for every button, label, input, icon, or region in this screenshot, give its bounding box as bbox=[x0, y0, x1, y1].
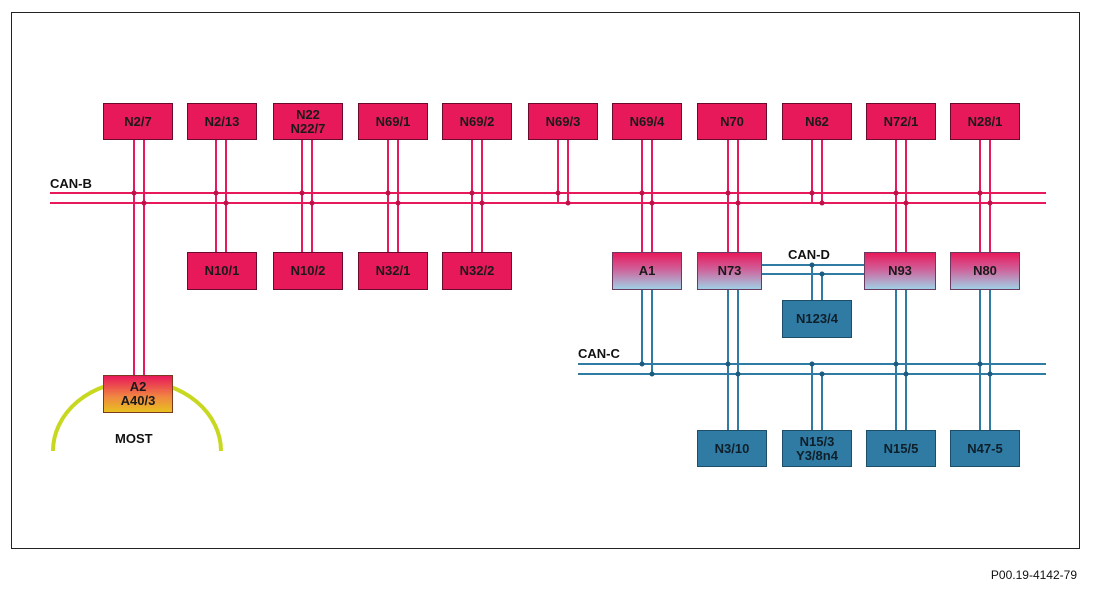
node-n47-5: N47-5 bbox=[950, 430, 1020, 467]
node-n93: N93 bbox=[864, 252, 936, 290]
node-n3-10: N3/10 bbox=[697, 430, 767, 467]
node-label: N69/3 bbox=[545, 113, 581, 129]
node-n10-2: N10/2 bbox=[273, 252, 343, 290]
node-label: N72/1 bbox=[883, 113, 919, 129]
node-label: N62 bbox=[805, 113, 829, 129]
node-label: N32/1 bbox=[375, 263, 411, 278]
can-b-connectors bbox=[133, 140, 991, 375]
node-n15-5: N15/5 bbox=[866, 430, 936, 467]
node-n22: N22 N22/7 bbox=[273, 103, 343, 140]
node-label: N10/2 bbox=[290, 263, 326, 278]
node-label: N69/2 bbox=[459, 113, 495, 129]
node-label: A2 bbox=[129, 379, 147, 394]
node-n62: N62 bbox=[782, 103, 852, 140]
node-n123-4: N123/4 bbox=[782, 300, 852, 338]
node-label: N15/5 bbox=[883, 440, 919, 456]
node-label: N80 bbox=[973, 263, 997, 278]
junction-dots bbox=[131, 190, 993, 206]
node-n69-3: N69/3 bbox=[528, 103, 598, 140]
figure-reference: P00.19-4142-79 bbox=[990, 568, 1077, 582]
node-label: N15/3 bbox=[799, 433, 835, 449]
node-n69-1: N69/1 bbox=[358, 103, 428, 140]
node-label: A40/3 bbox=[120, 393, 156, 408]
node-n72-1: N72/1 bbox=[866, 103, 936, 140]
node-n10-1: N10/1 bbox=[187, 252, 257, 290]
can-c-label: CAN-C bbox=[578, 346, 620, 361]
node-label: N2/13 bbox=[204, 113, 240, 129]
node-a1: A1 bbox=[612, 252, 682, 290]
can-b-label: CAN-B bbox=[50, 176, 92, 191]
node-n15-3: N15/3 Y3/8n4 bbox=[782, 430, 852, 467]
node-label: N3/10 bbox=[714, 440, 750, 456]
node-n2-7: N2/7 bbox=[103, 103, 173, 140]
node-label: Y3/8n4 bbox=[796, 447, 838, 463]
node-label: N93 bbox=[888, 263, 912, 278]
node-n69-4: N69/4 bbox=[612, 103, 682, 140]
node-label: N69/1 bbox=[375, 113, 411, 129]
node-n2-13: N2/13 bbox=[187, 103, 257, 140]
node-label: N10/1 bbox=[204, 263, 240, 278]
node-label: N47-5 bbox=[967, 440, 1003, 456]
node-label: N69/4 bbox=[629, 113, 665, 129]
node-n32-1: N32/1 bbox=[358, 252, 428, 290]
node-n69-2: N69/2 bbox=[442, 103, 512, 140]
node-label: N2/7 bbox=[124, 113, 152, 129]
node-label: N32/2 bbox=[459, 263, 495, 278]
node-label: N123/4 bbox=[796, 311, 838, 326]
node-label: N70 bbox=[720, 113, 744, 129]
junction-dots-blue bbox=[639, 262, 993, 377]
node-label: N73 bbox=[717, 263, 742, 278]
node-n70: N70 bbox=[697, 103, 767, 140]
node-n73: N73 bbox=[697, 252, 762, 290]
node-label: N28/1 bbox=[967, 113, 1003, 129]
node-a2: A2 A40/3 bbox=[103, 375, 173, 413]
node-n32-2: N32/2 bbox=[442, 252, 512, 290]
node-n80: N80 bbox=[950, 252, 1020, 290]
node-n28-1: N28/1 bbox=[950, 103, 1020, 140]
can-d-label: CAN-D bbox=[788, 247, 830, 262]
node-label: N22/7 bbox=[290, 120, 326, 136]
node-label: A1 bbox=[638, 263, 656, 278]
can-c-connectors bbox=[641, 265, 991, 430]
node-label: N22 bbox=[296, 106, 320, 122]
most-label: MOST bbox=[115, 431, 153, 446]
